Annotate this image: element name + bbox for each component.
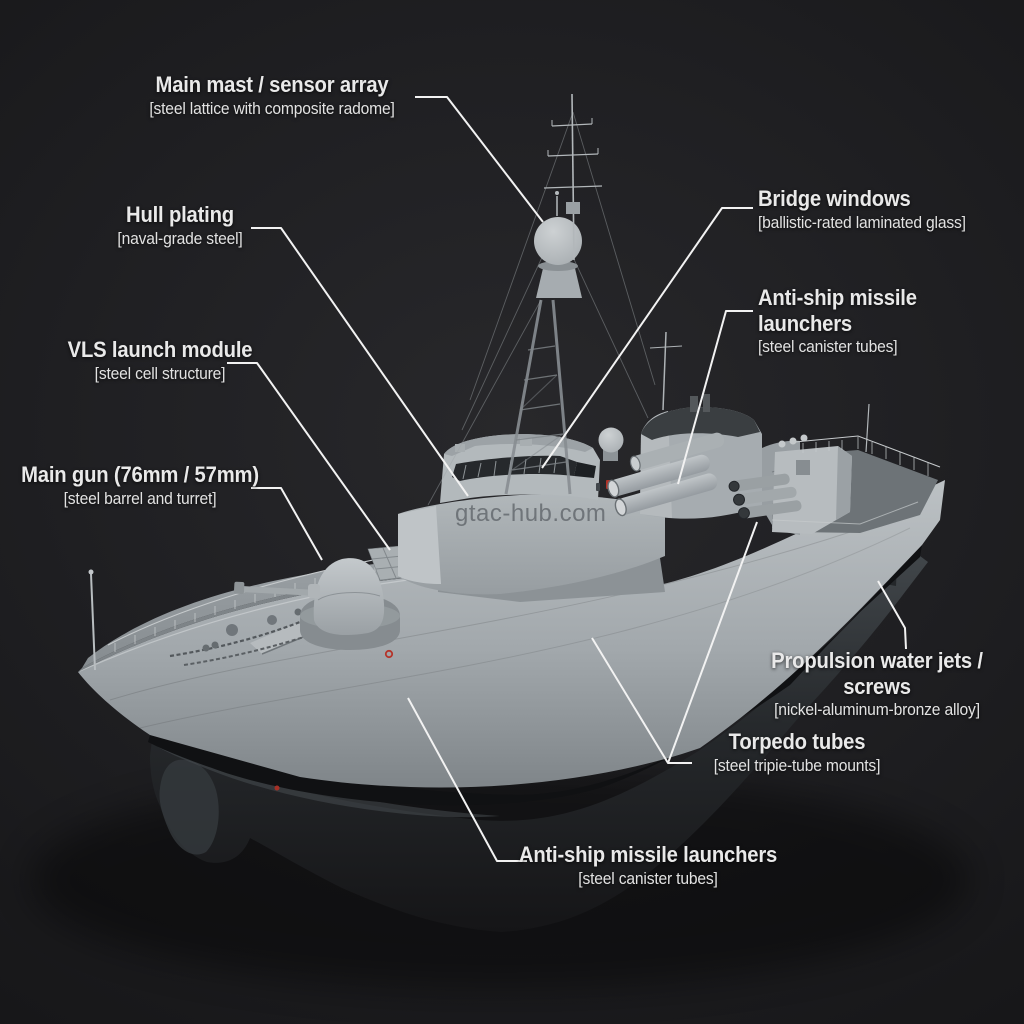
label-title: Anti-ship missile launchers — [758, 285, 917, 336]
leader-vls — [227, 362, 391, 551]
label-title: Anti-ship missile launchers — [518, 842, 778, 867]
label-subtitle: [naval-grade steel] — [117, 228, 243, 248]
label-vls: VLS launch module [steel cell structure] — [22, 337, 298, 383]
leader-antiship-upper — [677, 310, 753, 485]
label-main-mast: Main mast / sensor array [steel lattice … — [134, 72, 410, 118]
label-subtitle: [steel canister tubes] — [758, 337, 898, 357]
label-subtitle: [steel tripie-tube mounts] — [713, 755, 881, 775]
crew-figure — [596, 483, 600, 491]
main-gun-turret — [233, 558, 400, 650]
aft-superstructure — [762, 403, 941, 535]
label-antiship-lower: Anti-ship missile launchers [steel canis… — [510, 842, 786, 888]
label-torpedo: Torpedo tubes [steel tripie-tube mounts] — [659, 729, 935, 775]
label-antiship-upper: Anti-ship missile launchers [steel canis… — [758, 285, 997, 357]
leader-bridge-windows — [541, 207, 753, 469]
rigging — [427, 111, 656, 506]
bulbous-bow — [159, 759, 219, 855]
leader-main-mast — [415, 96, 544, 223]
leader-lines — [227, 96, 907, 862]
label-subtitle: [steel barrel and turret] — [63, 488, 217, 508]
radome-dome — [534, 217, 582, 265]
label-title: Propulsion water jets / screws — [771, 648, 983, 699]
antiship-missile-canisters — [607, 432, 725, 517]
main-mast — [427, 93, 656, 506]
label-title: Main mast / sensor array — [155, 72, 389, 97]
label-title: Hull plating — [126, 202, 234, 227]
anchor-chain — [169, 620, 301, 658]
satcom-dome — [598, 427, 624, 453]
jackstaff — [90, 573, 96, 671]
gun-barrel — [242, 586, 321, 596]
aft-railing — [771, 435, 941, 525]
label-bridge-windows: Bridge windows [ballistic-rated laminate… — [758, 186, 997, 232]
leader-main-gun — [251, 487, 323, 561]
label-title: Main gun (76mm / 57mm) — [21, 462, 259, 487]
label-main-gun: Main gun (76mm / 57mm) [steel barrel and… — [2, 462, 278, 508]
hull — [78, 480, 945, 791]
hangar-door — [796, 460, 810, 475]
label-subtitle: [nickel-aluminum-bronze alloy] — [774, 700, 980, 720]
leader-propulsion — [877, 580, 907, 650]
red-draft-mark — [274, 785, 280, 791]
life-ring — [384, 649, 394, 659]
label-subtitle: [steel canister tubes] — [578, 868, 718, 888]
label-hull-plating: Hull plating [naval-grade steel] — [42, 202, 318, 248]
watermark: gtac-hub.com — [455, 500, 606, 527]
hangar-face — [772, 446, 852, 534]
leader-antiship-lower — [407, 697, 527, 862]
aft-mast — [662, 331, 667, 411]
label-subtitle: [steel cell structure] — [94, 363, 226, 383]
radome-pedestal — [536, 264, 582, 298]
leader-torpedo-2 — [667, 521, 758, 764]
leader-hull-plating — [251, 227, 469, 497]
label-subtitle: [steel lattice with composite radome] — [149, 98, 395, 118]
whip-antenna — [865, 403, 870, 453]
label-propulsion: Propulsion water jets / screws [nickel-a… — [739, 648, 1015, 720]
label-title: Bridge windows — [758, 186, 911, 211]
label-title: VLS launch module — [67, 337, 253, 362]
torpedo-tubes — [728, 473, 802, 520]
label-title: Torpedo tubes — [728, 729, 866, 754]
label-subtitle: [ballistic-rated laminated glass] — [758, 212, 966, 232]
topmast — [543, 93, 603, 261]
